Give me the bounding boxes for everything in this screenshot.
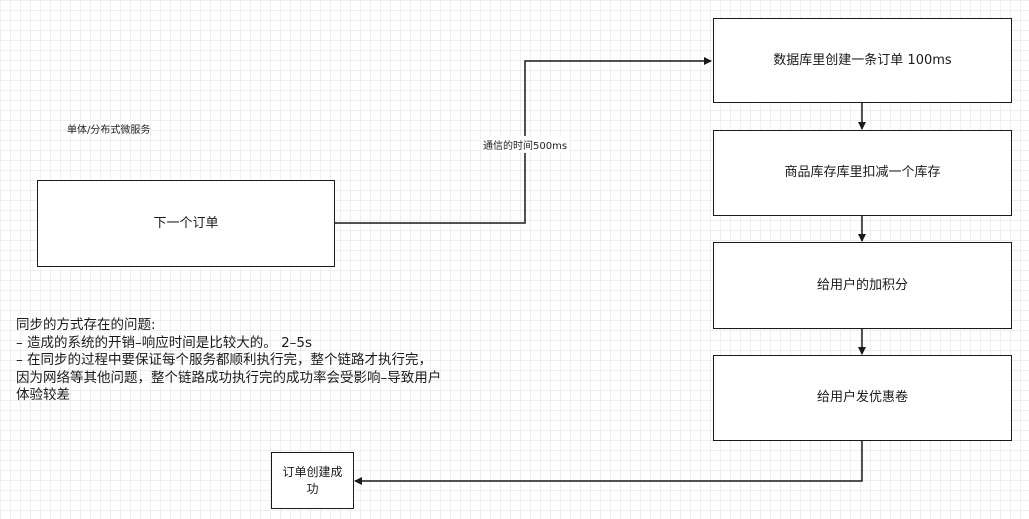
notes-line: – 造成的系统的开销–响应时间是比较大的。 2–5s bbox=[16, 334, 313, 351]
notes-line: 体验较差 bbox=[16, 387, 70, 403]
notes-line: – 在同步的过程中要保证每个服务都顺利执行完，整个链路才执行完， bbox=[16, 352, 433, 368]
problem-notes: 同步的方式存在的问题: – 造成的系统的开销–响应时间是比较大的。 2–5s –… bbox=[16, 317, 496, 405]
result-box-order-created: 订单创建成功 bbox=[271, 452, 354, 509]
architecture-label: 单体/分布式微服务 bbox=[67, 125, 151, 136]
step-box-send-coupon: 给用户发优惠卷 bbox=[713, 355, 1012, 441]
step-box-add-points: 给用户的加积分 bbox=[713, 242, 1012, 329]
step-box-deduct-stock: 商品库存库里扣减一个库存 bbox=[713, 130, 1012, 216]
step-box-create-order: 数据库里创建一条订单 100ms bbox=[713, 18, 1012, 103]
edge-label-communication-time: 通信的时间500ms bbox=[481, 136, 570, 153]
notes-title: 同步的方式存在的问题: bbox=[16, 317, 156, 333]
notes-line: 因为网络等其他问题，整个链路成功执行完的成功率会受影响–导致用户 bbox=[16, 369, 442, 386]
order-box: 下一个订单 bbox=[37, 180, 335, 267]
arrow-coupon-to-result bbox=[354, 441, 863, 485]
